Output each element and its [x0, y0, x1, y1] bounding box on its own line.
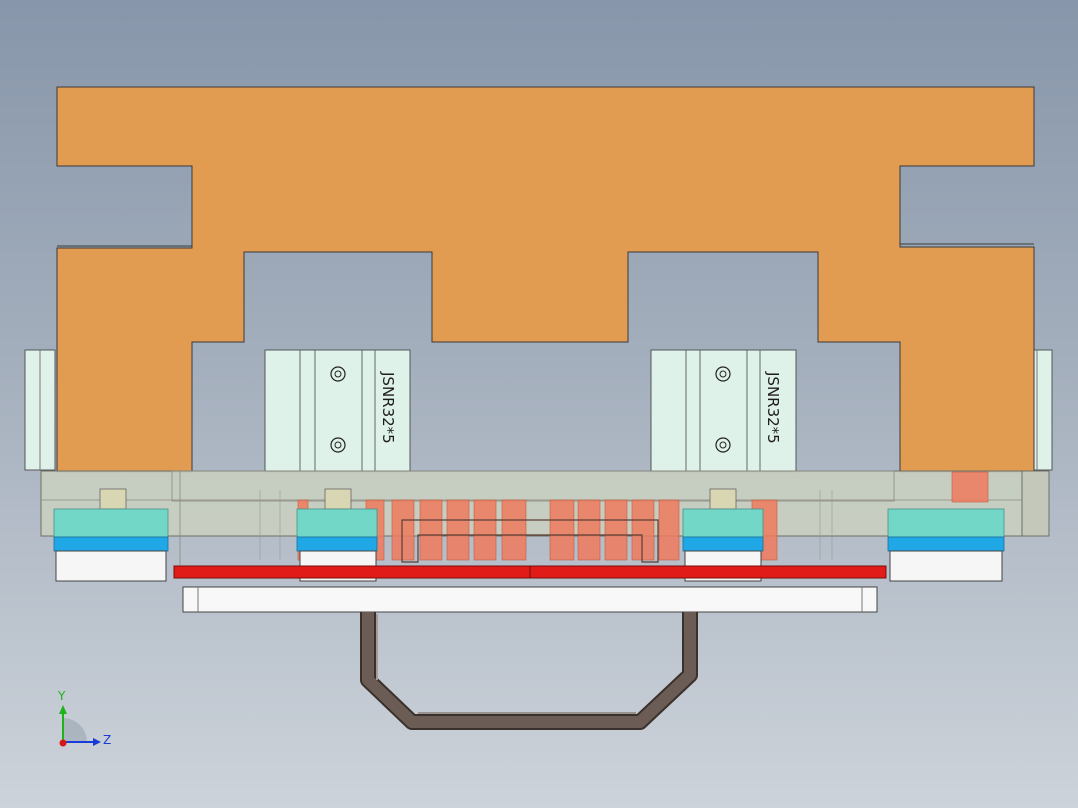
screw-icon [330, 366, 346, 382]
red-plate[interactable] [173, 565, 887, 579]
screw-icon [715, 366, 731, 382]
handle[interactable] [360, 612, 698, 730]
outer-cylinder-left[interactable] [24, 349, 56, 471]
screw-head [324, 488, 352, 510]
rod-pocket-outline [401, 519, 659, 563]
screw-head [709, 488, 737, 510]
screw-icon [330, 437, 346, 453]
foot-pad-1[interactable] [53, 508, 169, 582]
bottom-plate[interactable] [182, 586, 878, 613]
cylinder-right[interactable]: JSNR32*5 [650, 349, 797, 473]
cylinder-left[interactable]: JSNR32*5 [264, 349, 411, 473]
foot-pad-4[interactable] [887, 508, 1005, 582]
screw-icon [715, 437, 731, 453]
cylinder-model-label-left: JSNR32*5 [379, 371, 397, 444]
z-axis-label: Z [103, 733, 111, 747]
base-block[interactable] [40, 470, 1050, 565]
coordinate-triad: Y Z [57, 689, 111, 747]
cylinder-model-label-right: JSNR32*5 [764, 371, 782, 444]
y-axis-label: Y [57, 689, 66, 703]
screw-head [99, 488, 127, 510]
gripper-plate[interactable] [56, 86, 1035, 473]
